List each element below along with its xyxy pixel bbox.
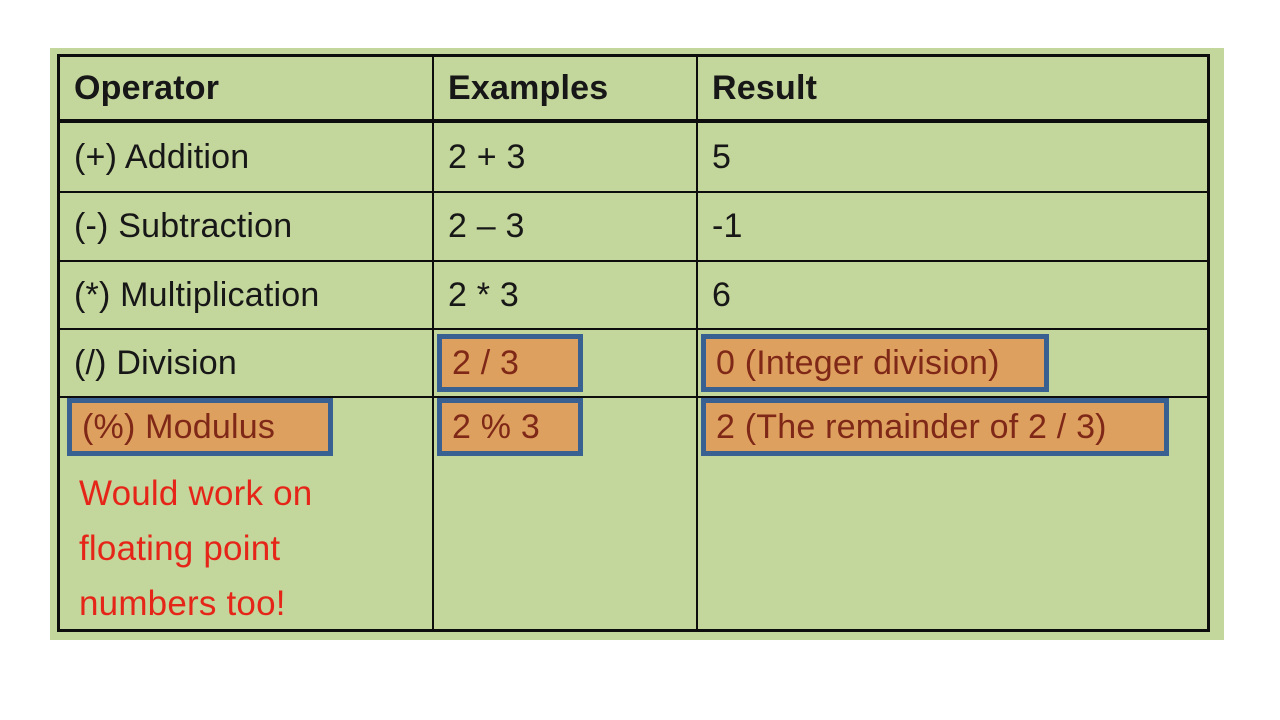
cell-operator-addition: (+) Addition [60, 123, 434, 193]
operators-table: Operator Examples Result (+) Addition 2 … [57, 54, 1210, 632]
cell-example-addition: 2 + 3 [434, 123, 698, 193]
floating-point-note: Would work on floating point numbers too… [63, 456, 312, 629]
header-operator-label: Operator [74, 68, 220, 107]
operator-label: (-) Subtraction [74, 207, 293, 245]
cell-example-division: 2 / 3 [434, 330, 698, 398]
highlight-box-division-example: 2 / 3 [437, 334, 583, 392]
cell-result-division: 0 (Integer division) [698, 330, 1207, 398]
header-examples-label: Examples [448, 68, 609, 107]
header-examples: Examples [434, 57, 698, 123]
cell-operator-subtraction: (-) Subtraction [60, 193, 434, 262]
highlight-box-modulus-operator: (%) Modulus [67, 398, 333, 456]
cell-example-multiplication: 2 * 3 [434, 262, 698, 330]
header-result-label: Result [712, 68, 818, 107]
cell-result-modulus: 2 (The remainder of 2 / 3) [698, 398, 1207, 629]
example-value: 2 – 3 [448, 207, 525, 245]
cell-operator-multiplication: (*) Multiplication [60, 262, 434, 330]
header-operator: Operator [60, 57, 434, 123]
cell-result-multiplication: 6 [698, 262, 1207, 330]
note-line: numbers too! [79, 584, 286, 623]
operator-label: (/) Division [74, 343, 237, 382]
result-value: 5 [712, 137, 732, 176]
operator-label: (*) Multiplication [74, 275, 320, 314]
highlight-box-modulus-result: 2 (The remainder of 2 / 3) [701, 398, 1169, 456]
cell-result-subtraction: -1 [698, 193, 1207, 262]
header-result: Result [698, 57, 1207, 123]
cell-example-modulus: 2 % 3 [434, 398, 698, 629]
highlight-box-division-result: 0 (Integer division) [701, 334, 1049, 392]
example-value: 2 + 3 [448, 137, 526, 176]
result-value: -1 [712, 207, 743, 245]
highlight-box-modulus-example: 2 % 3 [437, 398, 583, 456]
cell-example-subtraction: 2 – 3 [434, 193, 698, 262]
table-panel: Operator Examples Result (+) Addition 2 … [50, 48, 1224, 640]
operator-label: (+) Addition [74, 137, 250, 176]
result-value: 6 [712, 275, 732, 314]
cell-result-addition: 5 [698, 123, 1207, 193]
example-value: 2 * 3 [448, 275, 519, 314]
note-line: Would work on [79, 474, 313, 513]
cell-operator-division: (/) Division [60, 330, 434, 398]
note-line: floating point [79, 529, 281, 568]
cell-operator-modulus: (%) Modulus Would work on floating point… [60, 398, 434, 629]
